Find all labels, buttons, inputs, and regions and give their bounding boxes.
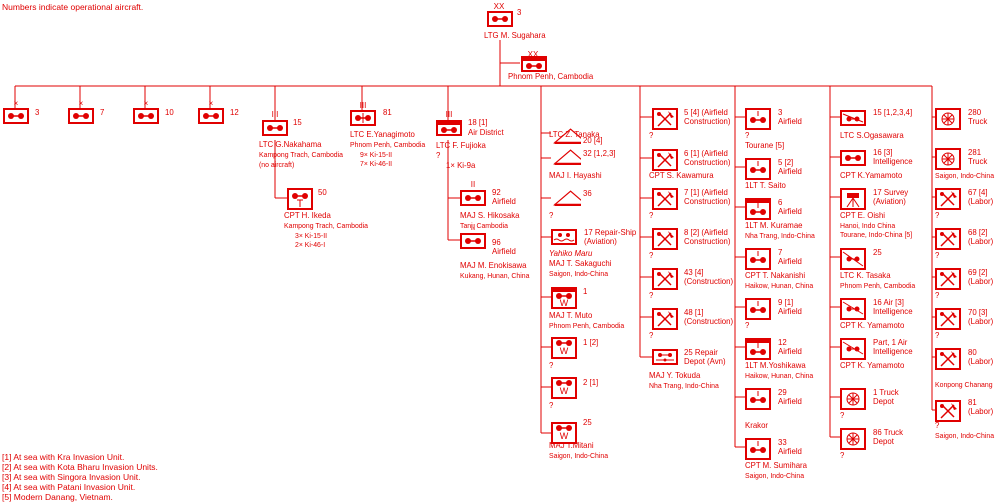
labor-tools-icon [935, 268, 961, 290]
echelon-mark: XX [527, 50, 539, 59]
brigade-number: 3 [35, 107, 40, 117]
airfield-symbol [745, 158, 771, 180]
tent-icon [551, 149, 581, 165]
footnote: [2] At sea with Kota Bharu Invasion Unit… [2, 462, 158, 472]
footnote: [1] At sea with Kra Invasion Unit. [2, 452, 125, 462]
construction-tools-icon [652, 268, 678, 290]
svg-text:W: W [560, 431, 569, 441]
air-group-symbol [262, 120, 288, 136]
airfield-symbol [745, 108, 771, 130]
labor-tools-icon [935, 348, 961, 370]
tent-icon [551, 128, 581, 148]
commander-label: LTG M. Sugahara [484, 30, 546, 40]
brigade-number: 10 [165, 107, 174, 117]
chart-note: Numbers indicate operational aircraft. [2, 2, 144, 12]
svg-text:W: W [560, 346, 569, 356]
maintenance-unit-symbol: W [551, 337, 577, 359]
airfield-symbol [745, 198, 771, 220]
air-unit-symbol [487, 11, 513, 27]
airfield-battalion-symbol [460, 233, 486, 249]
construction-tools-icon [652, 149, 678, 171]
maintenance-unit-symbol: W [551, 287, 577, 309]
brigade-number: 7 [100, 107, 105, 117]
labor-tools-icon [935, 308, 961, 330]
construction-tools-icon [652, 308, 678, 330]
airfield-symbol [745, 298, 771, 320]
repair-depot-symbol [652, 349, 678, 365]
labor-tools-icon [935, 188, 961, 210]
echelon-mark: XX [493, 2, 505, 11]
hq-location: Phnom Penh, Cambodia [508, 71, 594, 81]
footnote: [5] Modern Danang, Vietnam. [2, 492, 113, 502]
squadron-symbol [287, 188, 313, 210]
repair-ship-symbol [551, 229, 577, 245]
tent-icon [551, 190, 581, 206]
construction-tools-icon [652, 228, 678, 250]
maintenance-unit-symbol: W [551, 422, 577, 444]
headquarters-symbol [521, 56, 547, 72]
labor-tools-icon [935, 400, 961, 422]
footnote: [4] At sea with Patani Invasion Unit. [2, 482, 136, 492]
construction-tools-icon [652, 108, 678, 130]
brigade-symbol [133, 108, 159, 124]
intelligence-unit-symbol [840, 150, 866, 166]
truck-wheel-icon [935, 108, 961, 130]
air-intelligence-symbol [840, 338, 866, 360]
air-group-symbol [350, 110, 376, 126]
footnotes: [1] At sea with Kra Invasion Unit. [2] A… [2, 452, 158, 502]
footnote: [3] At sea with Singora Invasion Unit. [2, 472, 141, 482]
brigade-symbol [3, 108, 29, 124]
airfield-symbol [745, 248, 771, 270]
brigade-symbol [68, 108, 94, 124]
labor-tools-icon [935, 228, 961, 250]
truck-wheel-icon [840, 388, 866, 410]
signal-unit-symbol [840, 110, 866, 126]
construction-tools-icon [652, 188, 678, 210]
svg-text:W: W [560, 298, 569, 308]
unit-number: 3 [517, 7, 522, 17]
brigade-symbol [198, 108, 224, 124]
brigade-number: 12 [230, 107, 239, 117]
svg-text:W: W [560, 386, 569, 396]
air-intelligence-symbol [840, 298, 866, 320]
signal-unit-symbol [840, 248, 866, 270]
truck-wheel-icon [840, 428, 866, 450]
airfield-battalion-symbol [460, 190, 486, 206]
airfield-symbol [745, 338, 771, 360]
airfield-symbol [745, 438, 771, 460]
truck-wheel-icon [935, 148, 961, 170]
survey-camera-icon [840, 188, 866, 210]
maintenance-unit-symbol: W [551, 377, 577, 399]
airfield-symbol [745, 388, 771, 410]
air-district-symbol [436, 120, 462, 136]
